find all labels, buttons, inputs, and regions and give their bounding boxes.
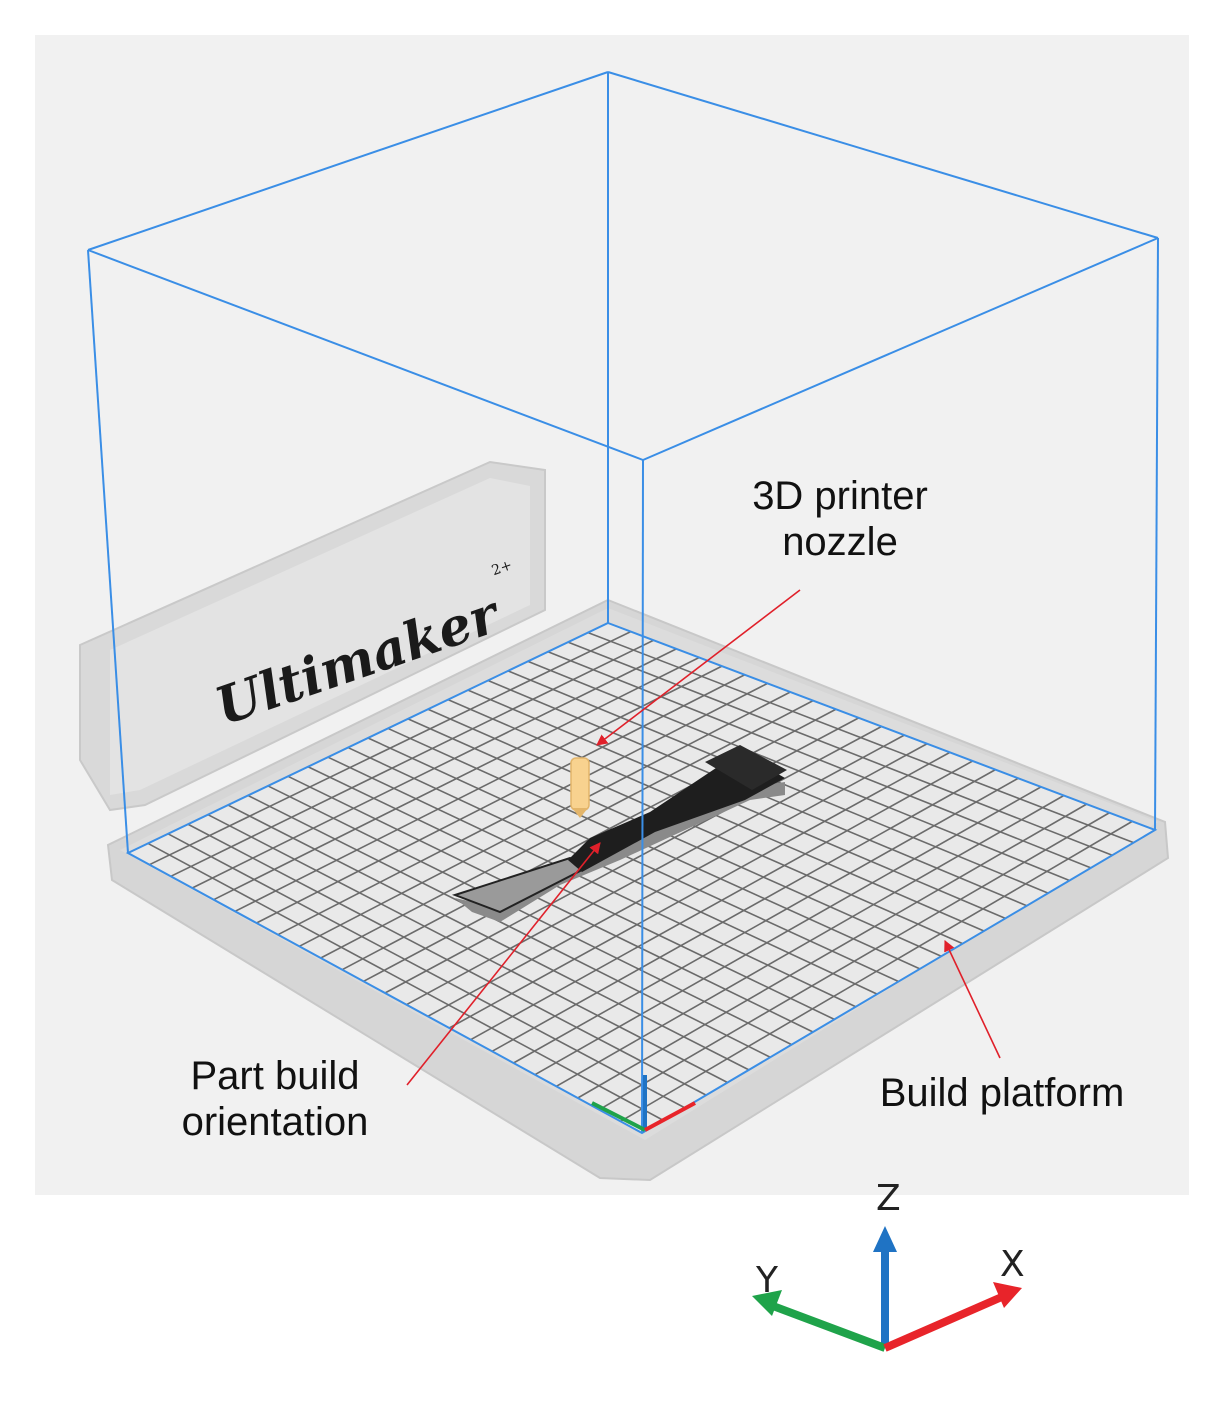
y-axis-label: Y xyxy=(756,1260,778,1301)
orientation-label: Part build orientation xyxy=(145,1053,405,1145)
grid-line xyxy=(577,803,1088,1099)
nozzle-body xyxy=(570,757,590,811)
grid-line xyxy=(598,812,1110,1111)
build-volume xyxy=(87,71,1159,1135)
orientation-callout-arrow xyxy=(406,842,601,1086)
nozzle-label: 3D printer nozzle xyxy=(700,473,980,565)
z-axis-arrowhead xyxy=(873,1226,897,1252)
grid-line xyxy=(620,820,1133,1123)
x-axis-arrowhead xyxy=(993,1282,1022,1308)
origin-axes xyxy=(591,1075,696,1132)
y-axis-arrowhead xyxy=(752,1290,782,1316)
orientation-label-line-1: Part build xyxy=(190,1054,360,1098)
coordinate-system xyxy=(752,1226,1022,1352)
grid-line xyxy=(167,833,686,1109)
platform-label-text: Build platform xyxy=(879,1071,1125,1115)
x-axis-label: X xyxy=(1000,1244,1025,1285)
grid-line xyxy=(187,823,707,1096)
nozzle-tip xyxy=(572,808,588,818)
z-axis-label: Z xyxy=(876,1178,901,1219)
grid-line xyxy=(207,813,728,1084)
platform-label: Build platform xyxy=(842,1070,1162,1116)
y-axis xyxy=(771,1302,887,1352)
orientation-label-line-2: orientation xyxy=(181,1100,369,1144)
nozzle-label-line-2: nozzle xyxy=(782,520,898,564)
x-axis xyxy=(883,1292,1006,1352)
printer-back-panel-face xyxy=(110,478,530,795)
nozzle-callout-arrow xyxy=(596,589,801,746)
callout-arrows xyxy=(406,589,1001,1086)
printer-nozzle xyxy=(570,757,590,818)
part-body xyxy=(568,752,785,872)
printed-part xyxy=(451,745,787,922)
part-grip-right-top xyxy=(705,745,787,790)
nozzle-label-line-1: 3D printer xyxy=(752,474,928,518)
grid-line xyxy=(147,842,664,1122)
platform-callout-arrow xyxy=(944,939,1001,1059)
